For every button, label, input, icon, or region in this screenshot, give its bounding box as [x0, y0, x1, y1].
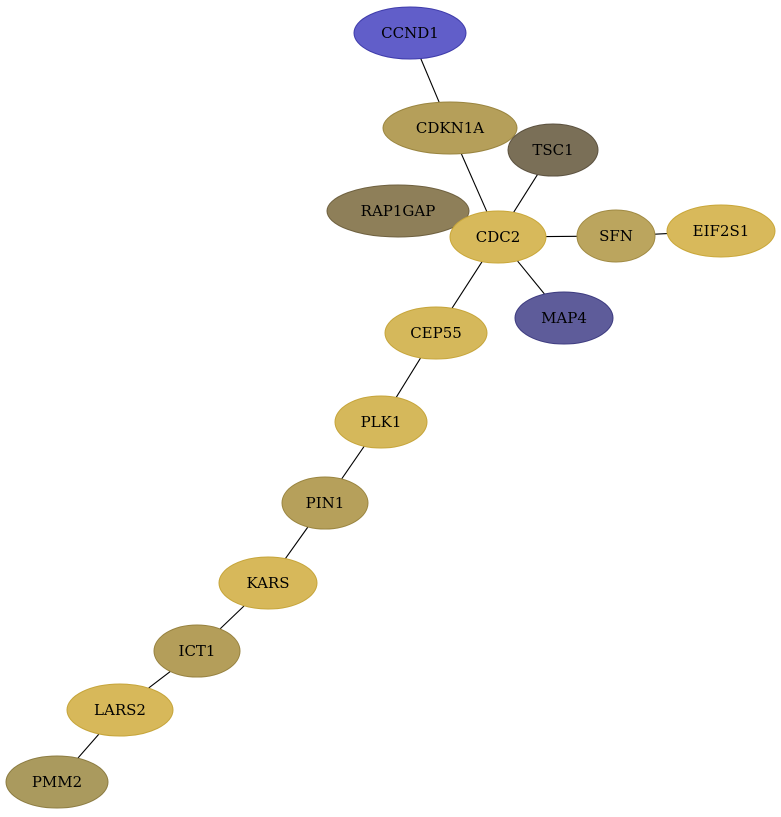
node-pmm2[interactable]: PMM2 — [5, 755, 109, 809]
edge-cdkn1a-cdc2 — [460, 153, 488, 212]
edge-kars-ict1 — [219, 605, 245, 630]
node-pin1[interactable]: PIN1 — [281, 476, 369, 530]
node-rap1gap[interactable]: RAP1GAP — [326, 184, 470, 238]
node-label: ICT1 — [179, 642, 216, 660]
node-shape — [281, 476, 369, 530]
edge-plk1-pin1 — [341, 445, 365, 480]
edge-cdc2-map4 — [516, 260, 545, 295]
edge-ict1-lars2 — [148, 670, 171, 689]
node-label: PIN1 — [306, 494, 345, 512]
edge-tsc1-cdc2 — [513, 174, 539, 213]
node-label: CDKN1A — [416, 119, 484, 137]
node-label: PLK1 — [361, 413, 402, 431]
node-ict1[interactable]: ICT1 — [153, 624, 241, 678]
node-shape — [5, 755, 109, 809]
node-label: RAP1GAP — [361, 202, 436, 220]
node-map4[interactable]: MAP4 — [514, 291, 614, 345]
node-label: PMM2 — [32, 773, 82, 791]
node-shape — [576, 209, 656, 263]
node-shape — [666, 204, 776, 258]
node-kars[interactable]: KARS — [218, 556, 318, 610]
node-label: CDC2 — [476, 228, 521, 246]
node-shape — [326, 184, 470, 238]
node-shape — [449, 210, 547, 264]
node-cdkn1a[interactable]: CDKN1A — [382, 101, 518, 155]
edge-cdc2-cep55 — [451, 261, 483, 309]
node-shape — [384, 306, 488, 360]
node-label: TSC1 — [532, 141, 573, 159]
node-label: CCND1 — [381, 24, 439, 42]
node-sfn[interactable]: SFN — [576, 209, 656, 263]
node-shape — [153, 624, 241, 678]
node-label: SFN — [599, 227, 633, 245]
node-label: MAP4 — [541, 309, 587, 327]
edge-pin1-kars — [284, 526, 309, 559]
node-shape — [514, 291, 614, 345]
node-eif2s1[interactable]: EIF2S1 — [666, 204, 776, 258]
edge-cep55-plk1 — [395, 357, 422, 398]
node-label: EIF2S1 — [693, 222, 750, 240]
node-shape — [353, 6, 467, 60]
node-label: KARS — [246, 574, 289, 592]
node-ccnd1[interactable]: CCND1 — [353, 6, 467, 60]
edge-ccnd1-cdkn1a — [420, 58, 440, 103]
node-label: LARS2 — [94, 701, 146, 719]
node-plk1[interactable]: PLK1 — [334, 395, 428, 449]
node-shape — [507, 123, 599, 177]
node-shape — [334, 395, 428, 449]
edge-lars2-pmm2 — [77, 733, 100, 759]
node-cep55[interactable]: CEP55 — [384, 306, 488, 360]
node-label: CEP55 — [410, 324, 462, 342]
node-lars2[interactable]: LARS2 — [66, 683, 174, 737]
node-cdc2[interactable]: CDC2 — [449, 210, 547, 264]
edge-layer — [77, 58, 668, 759]
node-shape — [382, 101, 518, 155]
node-shape — [66, 683, 174, 737]
node-tsc1[interactable]: TSC1 — [507, 123, 599, 177]
node-shape — [218, 556, 318, 610]
edge-sfn-eif2s1 — [654, 233, 668, 235]
